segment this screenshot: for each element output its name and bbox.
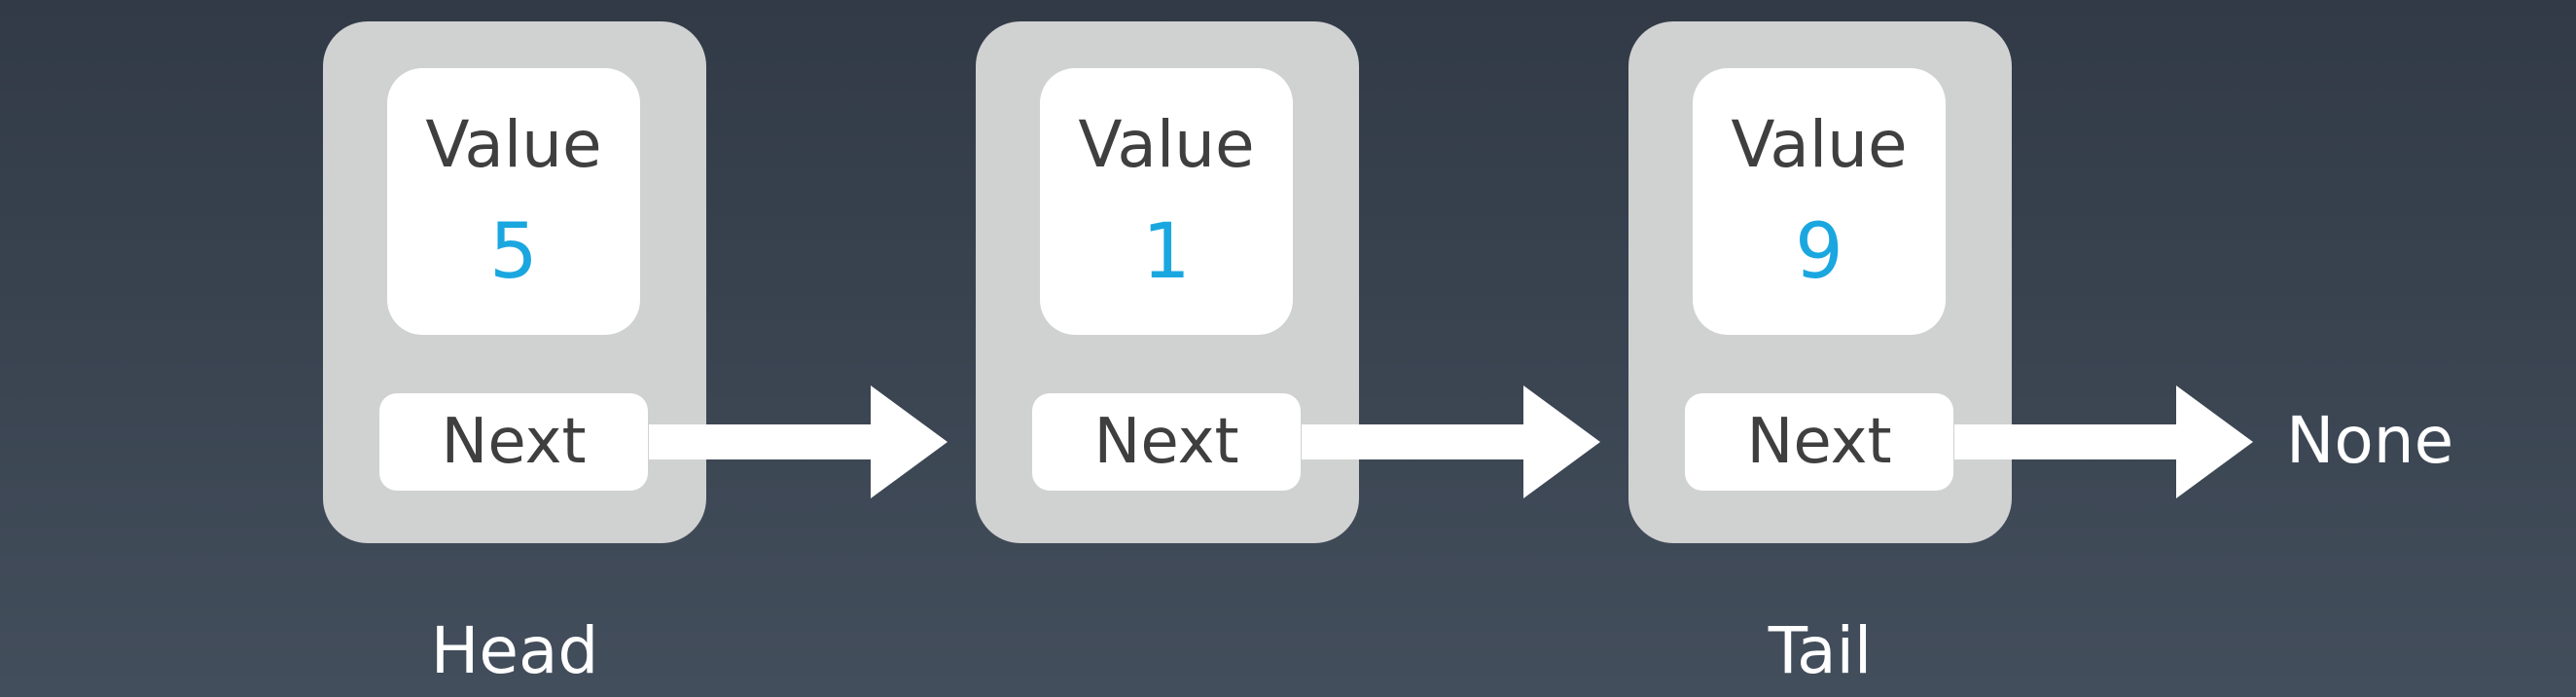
value-label: Value bbox=[1078, 107, 1255, 182]
value-number: 9 bbox=[1795, 208, 1843, 296]
head-label: Head bbox=[430, 613, 599, 688]
next-pointer-box: Next bbox=[379, 393, 648, 491]
list-node-middle: Value 1 Next bbox=[976, 21, 1359, 543]
next-label: Next bbox=[441, 406, 587, 478]
next-label: Next bbox=[1093, 406, 1239, 478]
arrow-node1-to-node2 bbox=[1302, 385, 1600, 498]
list-node-head: Value 5 Next bbox=[323, 21, 706, 543]
value-number: 5 bbox=[489, 208, 538, 296]
value-card: Value 1 bbox=[1040, 68, 1293, 335]
arrow-node0-to-node1 bbox=[649, 385, 948, 498]
tail-label: Tail bbox=[1768, 613, 1873, 688]
value-label: Value bbox=[1731, 107, 1908, 182]
value-card: Value 9 bbox=[1693, 68, 1946, 335]
value-number: 1 bbox=[1142, 208, 1191, 296]
none-label: None bbox=[2286, 403, 2454, 478]
list-node-tail: Value 9 Next bbox=[1628, 21, 2012, 543]
next-pointer-box: Next bbox=[1685, 393, 1953, 491]
value-card: Value 5 bbox=[387, 68, 640, 335]
next-label: Next bbox=[1746, 406, 1892, 478]
arrow-node2-to-none bbox=[1954, 385, 2253, 498]
next-pointer-box: Next bbox=[1032, 393, 1301, 491]
value-label: Value bbox=[425, 107, 602, 182]
